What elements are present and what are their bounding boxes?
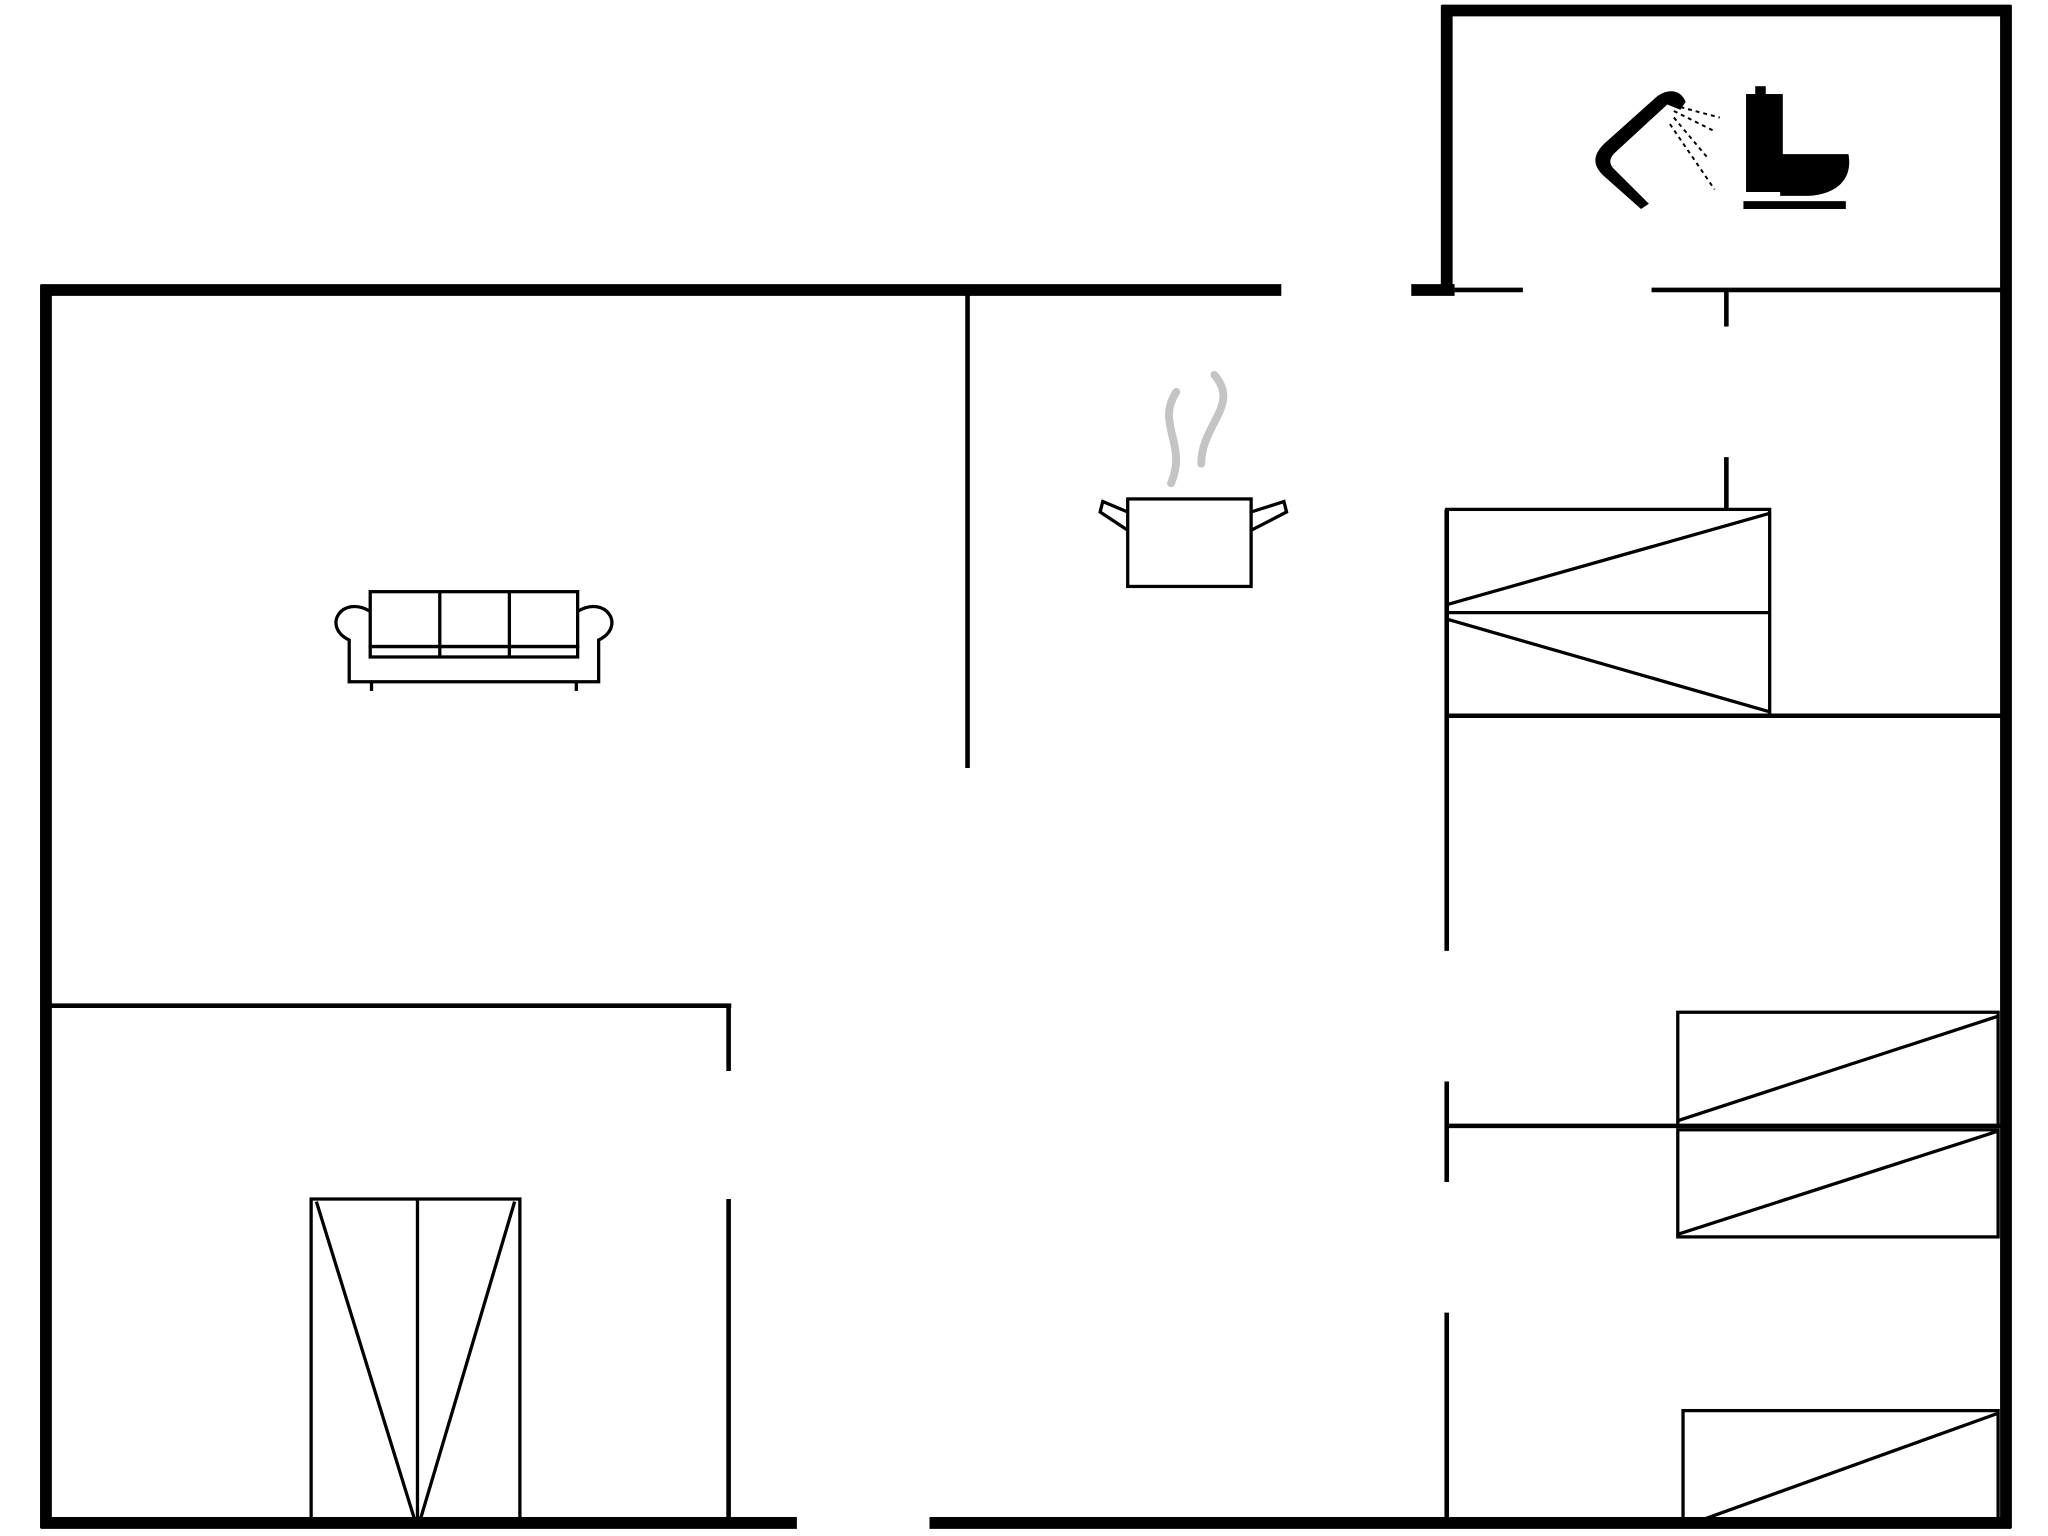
bed-icon <box>1676 1010 2000 1128</box>
bed-icon <box>1676 1128 2000 1239</box>
staircase-icon <box>1445 507 1772 718</box>
cooking-pot-icon <box>1098 370 1289 589</box>
sofa-icon <box>334 590 614 691</box>
wardrobe-icon <box>309 1197 522 1525</box>
bed-icon <box>1681 1408 2000 1525</box>
toilet-icon <box>1743 86 1850 209</box>
interior-walls <box>51 287 2001 1518</box>
exterior-walls <box>40 4 2012 1529</box>
shower-icon <box>1595 91 1721 209</box>
